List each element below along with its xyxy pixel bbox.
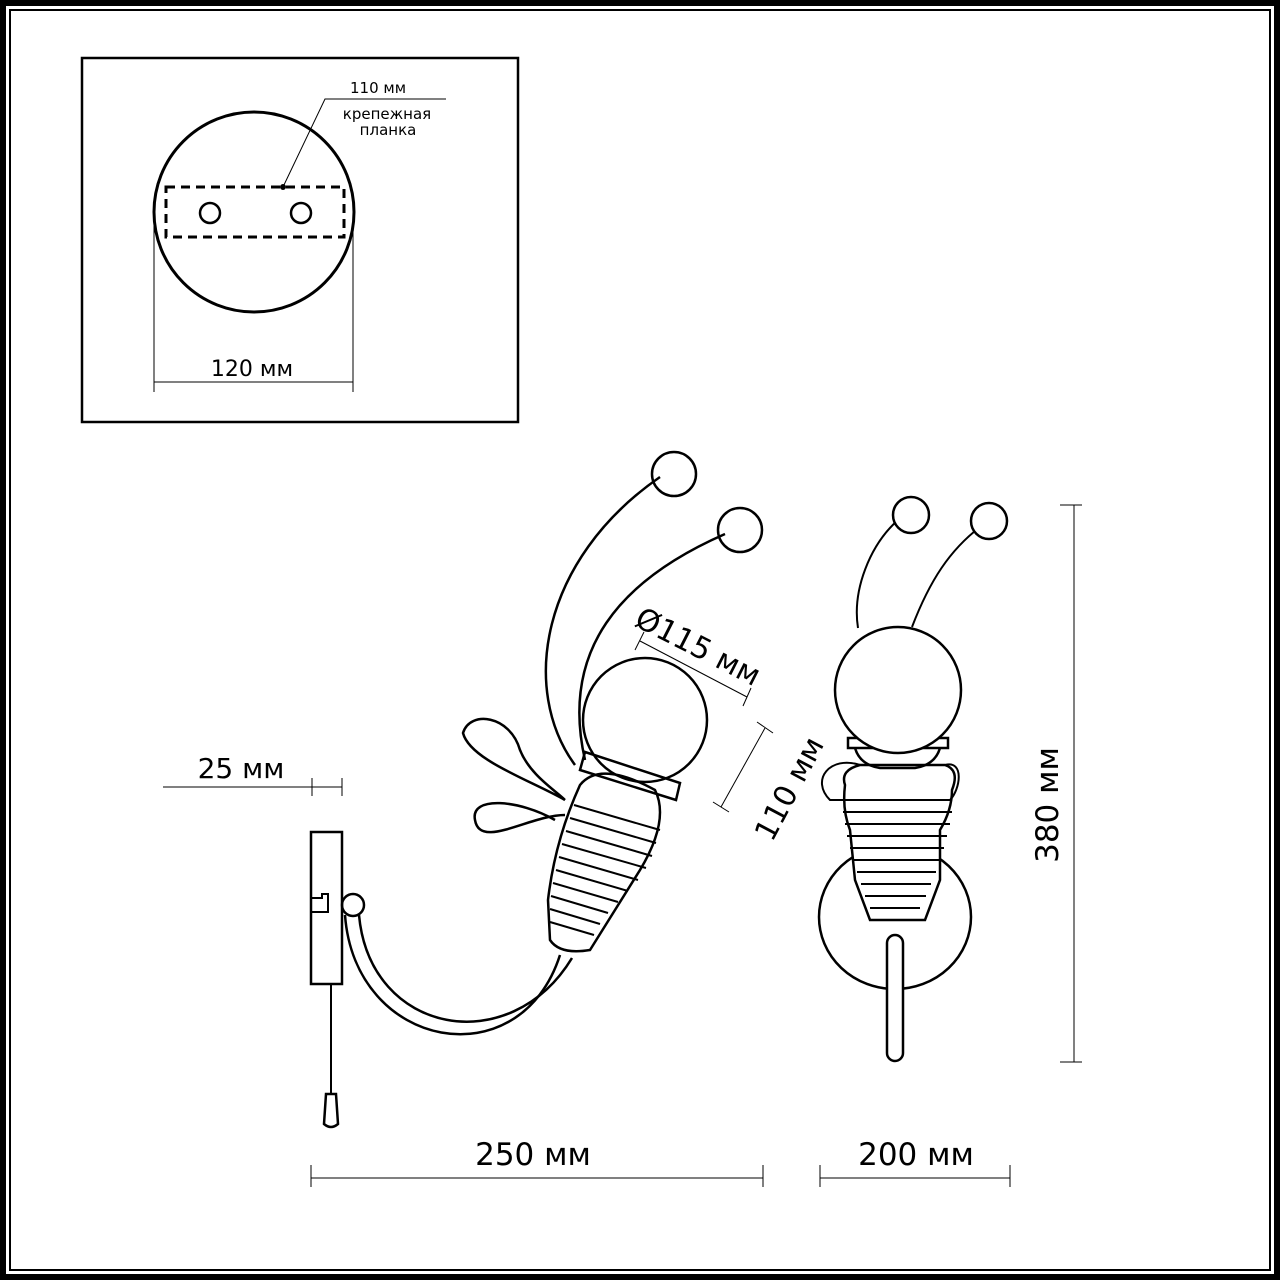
antenna-ball-left-side [650,450,698,498]
bracket-caption-line2: планка [360,121,417,139]
ribbed-body [546,772,662,953]
curved-arm-inner [357,914,574,1023]
antenna-right-side [578,532,726,761]
front-view [817,495,1082,1187]
screw-hole-right [289,201,313,225]
front-ribs [843,799,952,909]
side-view [163,450,774,1187]
leader-line [282,98,446,188]
screw-hole-left [198,201,222,225]
dimension-250 [310,1165,764,1187]
projection-label: 250 мм [475,1137,591,1173]
inset-frame [80,56,520,424]
wing-left-front [820,761,861,801]
shade-diameter-label: Ø115 мм [629,601,766,694]
glass-shade-front [833,625,963,755]
dimension-height-110 [712,721,774,813]
wing-right-front [944,763,960,801]
antenna-right-front [911,526,981,628]
width-200-label: 200 мм [858,1137,974,1173]
antenna-left-side [544,475,661,766]
base-plate-circle [152,110,356,314]
backplate-slot [311,893,329,913]
antenna-left-front [855,519,899,629]
bracket-caption-line1: крепежная [343,105,431,123]
inner-border [9,9,1271,1271]
base-diameter-label: 120 мм [211,357,293,382]
shade-height-label: 110 мм [748,731,832,846]
arm-joint-ball [340,892,366,918]
antenna-ball-right-side [716,506,764,554]
shade-collar [578,750,682,802]
body-ribs [549,804,661,936]
wall-backplate [309,830,344,986]
glass-shade-side [581,656,709,784]
dimension-200 [819,1165,1011,1187]
bracket-length-label: 110 мм [350,79,406,97]
antenna-ball-right-front [969,501,1009,541]
pull-cord-handle [322,1092,340,1129]
dimension-380 [1060,504,1082,1063]
curved-arm-outer [343,914,562,1036]
dimension-25 [163,778,343,796]
antenna-ball-left-front [891,495,931,535]
height-380-label: 380 мм [1030,747,1066,863]
wall-offset-label: 25 мм [198,752,285,785]
wing-lower [473,801,566,834]
dimension-diameter-115 [634,631,752,707]
mounting-plate-inset [80,56,520,424]
mounting-bracket-dashed [164,185,346,239]
socket-front [853,747,942,770]
wing-upper [461,717,566,802]
stem-rod [885,933,905,1063]
